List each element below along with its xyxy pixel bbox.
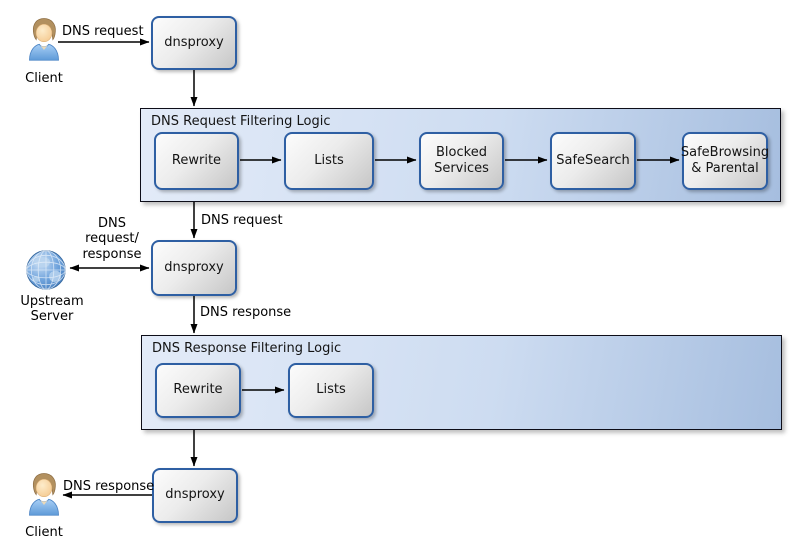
step-rewrite: Rewrite (155, 363, 241, 418)
step-lists: Lists (288, 363, 374, 418)
step-blocked-services: Blocked Services (419, 132, 504, 190)
client-label: Client (25, 71, 63, 86)
dns-request-response-label: DNS request/ response (82, 216, 142, 262)
step-lists: Lists (284, 132, 374, 190)
dnsproxy-node-middle: dnsproxy (151, 240, 237, 296)
upstream-globe-icon (24, 248, 68, 292)
dns-response-label: DNS response (200, 305, 292, 320)
response-filtering-title: DNS Response Filtering Logic (152, 341, 342, 356)
client-icon (27, 471, 61, 517)
dns-response-label: DNS response (63, 479, 155, 494)
dnsproxy-node-top: dnsproxy (151, 16, 237, 70)
dns-request-label: DNS request (62, 24, 144, 39)
client-label: Client (25, 525, 63, 540)
step-rewrite: Rewrite (154, 132, 239, 190)
dns-request-label: DNS request (201, 213, 283, 228)
response-filtering-container: DNS Response Filtering Logic Rewrite Lis… (141, 335, 782, 430)
request-filtering-title: DNS Request Filtering Logic (151, 114, 331, 129)
step-safesearch: SafeSearch (550, 132, 636, 190)
upstream-server-label: Upstream Server (20, 294, 84, 325)
request-filtering-container: DNS Request Filtering Logic Rewrite List… (140, 108, 781, 202)
dnsproxy-node-bottom: dnsproxy (152, 468, 238, 523)
step-safebrowsing-parental: SafeBrowsing & Parental (681, 132, 769, 190)
client-icon (27, 16, 61, 62)
